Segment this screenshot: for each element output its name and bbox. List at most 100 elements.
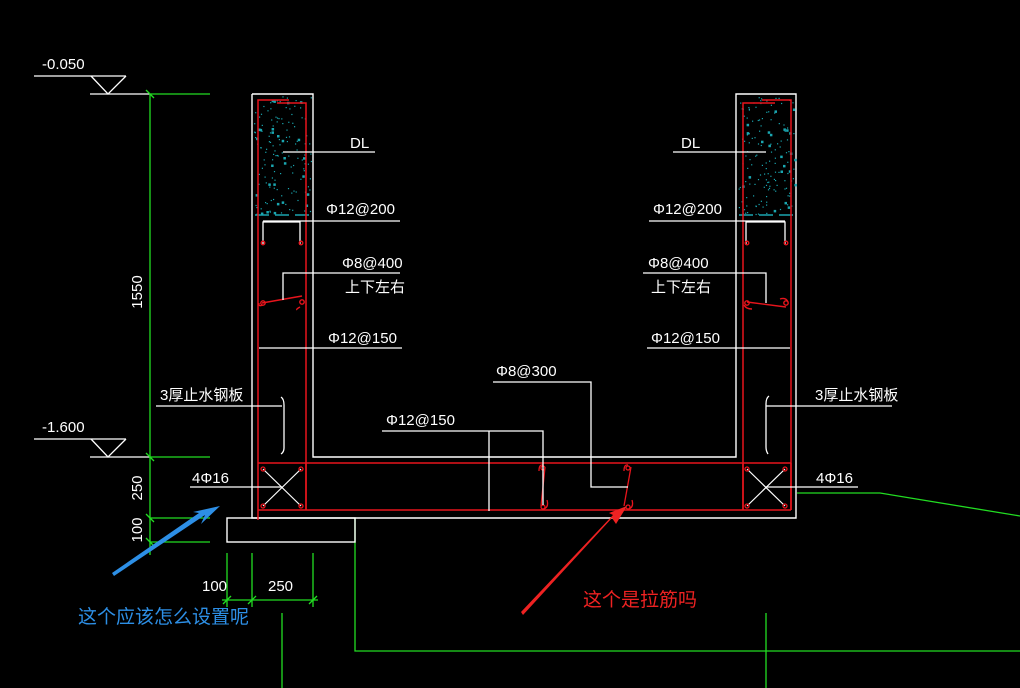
- hatch-dot: [745, 181, 747, 183]
- hatch-dot: [255, 137, 257, 139]
- hatch-dot: [280, 212, 283, 214]
- hatch-dot: [310, 153, 312, 155]
- hatch-dot: [744, 140, 746, 142]
- hatch-dot: [770, 119, 772, 121]
- hatch-dot: [276, 189, 278, 191]
- hatch-dot: [787, 127, 789, 129]
- hatch-dot: [277, 135, 280, 138]
- hatch-dot: [276, 202, 280, 206]
- hatch-dot: [272, 145, 274, 147]
- hatch-dot: [303, 168, 305, 170]
- hatch-dot: [254, 132, 256, 134]
- hatch-dot: [774, 112, 776, 114]
- hatch-dot: [292, 122, 294, 124]
- hatch-dot: [301, 117, 303, 119]
- hatch-dot: [792, 108, 796, 111]
- hatch-dot: [307, 186, 309, 188]
- hatch-dot: [746, 117, 748, 119]
- annotation-red-question: 这个是拉筋吗: [583, 589, 697, 611]
- hatch-dot: [309, 189, 311, 191]
- hatch-dot: [283, 162, 287, 165]
- hatch-dot: [263, 105, 265, 108]
- hatch-dot: [272, 125, 274, 127]
- hatch-dot: [269, 211, 271, 213]
- hatch-dot: [781, 102, 783, 105]
- hatch-dot: [270, 102, 272, 104]
- hatch-dot: [285, 136, 288, 138]
- hatch-dot: [768, 144, 771, 148]
- hatch-dot: [758, 119, 761, 121]
- hatch-dot: [773, 209, 777, 213]
- hatch-dot: [276, 100, 278, 102]
- hatch-dot: [273, 100, 276, 103]
- hatch-dot: [749, 159, 751, 161]
- hatch-dot: [787, 161, 789, 163]
- hatch-dot: [300, 178, 302, 180]
- hatch-dot: [754, 183, 756, 185]
- hatch-dot: [770, 151, 773, 153]
- hatch-dot: [258, 173, 260, 175]
- hatch-dot: [265, 202, 267, 204]
- hatch-dot: [271, 99, 275, 103]
- hatch-dot: [302, 175, 305, 178]
- hatch-dot: [291, 113, 293, 116]
- hatch-dot: [268, 183, 271, 186]
- hatch-dot: [748, 109, 750, 111]
- hatch-dot: [300, 107, 302, 109]
- hatch-dot: [755, 213, 757, 216]
- hatch-dot: [746, 205, 748, 207]
- hatch-dot: [748, 176, 752, 179]
- hatch-dot: [787, 206, 791, 209]
- hatch-dot: [273, 153, 275, 155]
- label-wall-bar-right: Φ12@150: [651, 330, 720, 347]
- hatch-dot: [783, 124, 785, 126]
- dim-cushion-thickness: 100: [129, 517, 146, 542]
- hatch-dot: [271, 177, 273, 179]
- hatch-dot: [758, 97, 760, 99]
- waterstop-plate-right: [765, 395, 770, 455]
- hatch-dot: [276, 121, 278, 123]
- hatch-dot: [745, 212, 747, 214]
- hatch-dot: [777, 143, 779, 145]
- hatch-dot: [264, 164, 266, 166]
- hatch-dot: [757, 179, 760, 181]
- hatch-dot: [289, 108, 291, 110]
- hatch-dot: [793, 133, 795, 135]
- hatch-dot: [785, 152, 788, 154]
- dim-wall-thickness: 250: [268, 578, 293, 595]
- hatch-dot: [761, 140, 764, 144]
- hatch-dot: [259, 128, 263, 132]
- hatch-dot: [752, 120, 754, 122]
- hatch-dot: [785, 187, 788, 189]
- hatch-dot: [766, 111, 768, 113]
- hatch-dot: [757, 213, 760, 215]
- hatch-dot: [297, 157, 299, 159]
- hatch-dot: [261, 167, 263, 169]
- hatch-dot: [757, 143, 760, 145]
- hatch-dot: [293, 164, 295, 167]
- label-beam-left: DL: [350, 135, 369, 152]
- hatch-dot: [760, 125, 762, 127]
- hatch-dot: [746, 123, 750, 127]
- hatch-dot: [759, 174, 762, 176]
- hatch-dot: [749, 183, 751, 185]
- hatch-dot: [765, 162, 767, 164]
- hatch-dot: [766, 212, 768, 214]
- hatch-dot: [296, 140, 298, 142]
- hatch-dot: [761, 118, 763, 120]
- hatch-dot: [768, 111, 770, 113]
- hatch-dot: [288, 136, 291, 138]
- hatch-dot: [295, 191, 297, 193]
- hatch-dot: [773, 178, 775, 180]
- hatch-dot: [288, 155, 290, 157]
- hatch-dot: [789, 192, 791, 194]
- hatch-dot: [778, 123, 780, 125]
- hatch-dot: [274, 150, 276, 152]
- dim-wall-height: 1550: [129, 275, 146, 308]
- hatch-dot: [264, 176, 266, 178]
- hatch-dot: [756, 154, 758, 156]
- hatch-dot: [786, 129, 789, 132]
- hatch-dot: [766, 201, 768, 203]
- hatch-dot: [755, 205, 757, 208]
- dim-base-thickness: 250: [129, 475, 146, 500]
